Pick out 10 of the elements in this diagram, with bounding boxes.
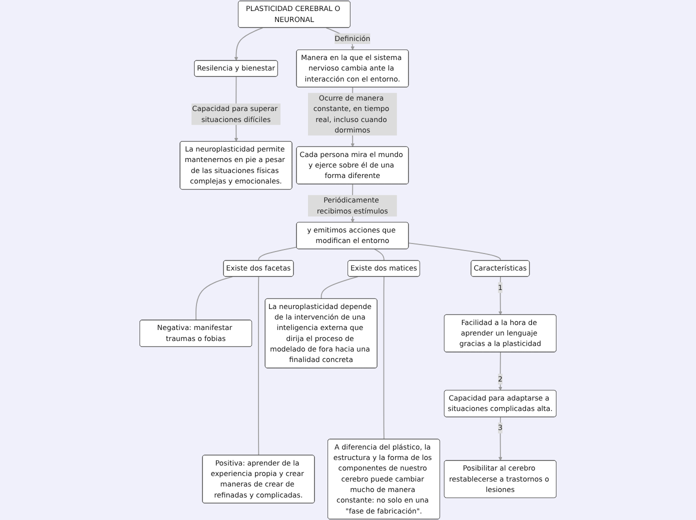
connector — [196, 276, 233, 321]
arrow — [498, 352, 502, 391]
connector — [258, 246, 298, 262]
arrow — [498, 416, 502, 461]
connector — [374, 248, 384, 262]
connector — [408, 242, 501, 262]
connector — [258, 276, 260, 456]
arrow — [234, 27, 264, 61]
connector — [320, 276, 358, 300]
connector — [383, 276, 384, 440]
